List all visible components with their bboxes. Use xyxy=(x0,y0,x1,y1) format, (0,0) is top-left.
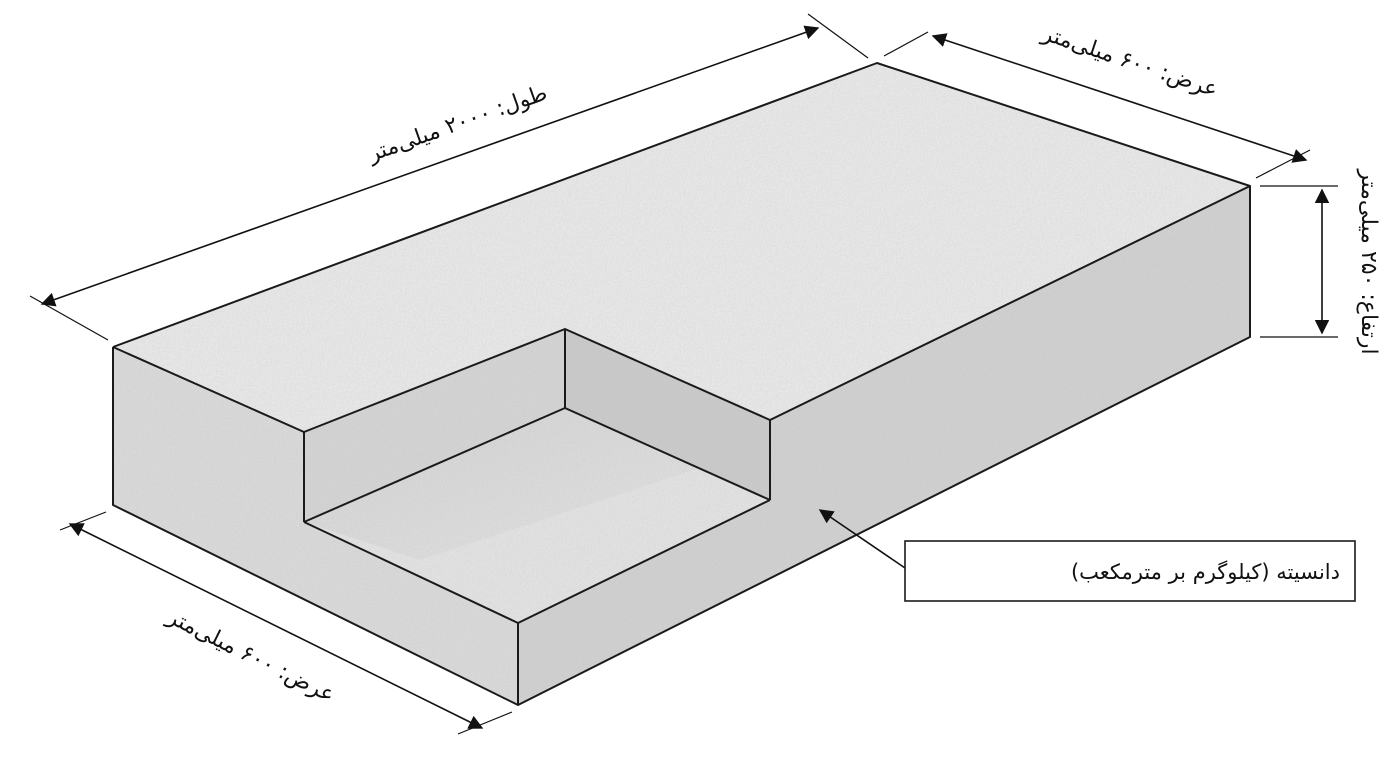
density-label: دانسیته (کیلوگرم بر مترمکعب) xyxy=(1071,560,1340,584)
width-top-label: عرض: ۶۰۰ میلی‌متر xyxy=(1038,21,1221,103)
notch-side-wall-texture xyxy=(565,329,770,500)
height-dimension: ارتفاع: ۲۵۰ میلی‌متر xyxy=(1260,168,1381,355)
density-callout-box xyxy=(904,540,1356,602)
density-callout: دانسیته (کیلوگرم بر مترمکعب) xyxy=(818,509,1356,602)
width-front-label: عرض: ۶۰۰ میلی‌متر xyxy=(162,604,338,708)
foam-block xyxy=(112,62,1251,706)
right-side-face-texture xyxy=(518,186,1250,705)
height-label: ارتفاع: ۲۵۰ میلی‌متر xyxy=(1356,168,1381,354)
block-edges xyxy=(112,62,1251,706)
length-label: طول: ۲۰۰۰ میلی‌متر xyxy=(364,81,551,168)
notch-back-wall-texture xyxy=(304,329,565,522)
